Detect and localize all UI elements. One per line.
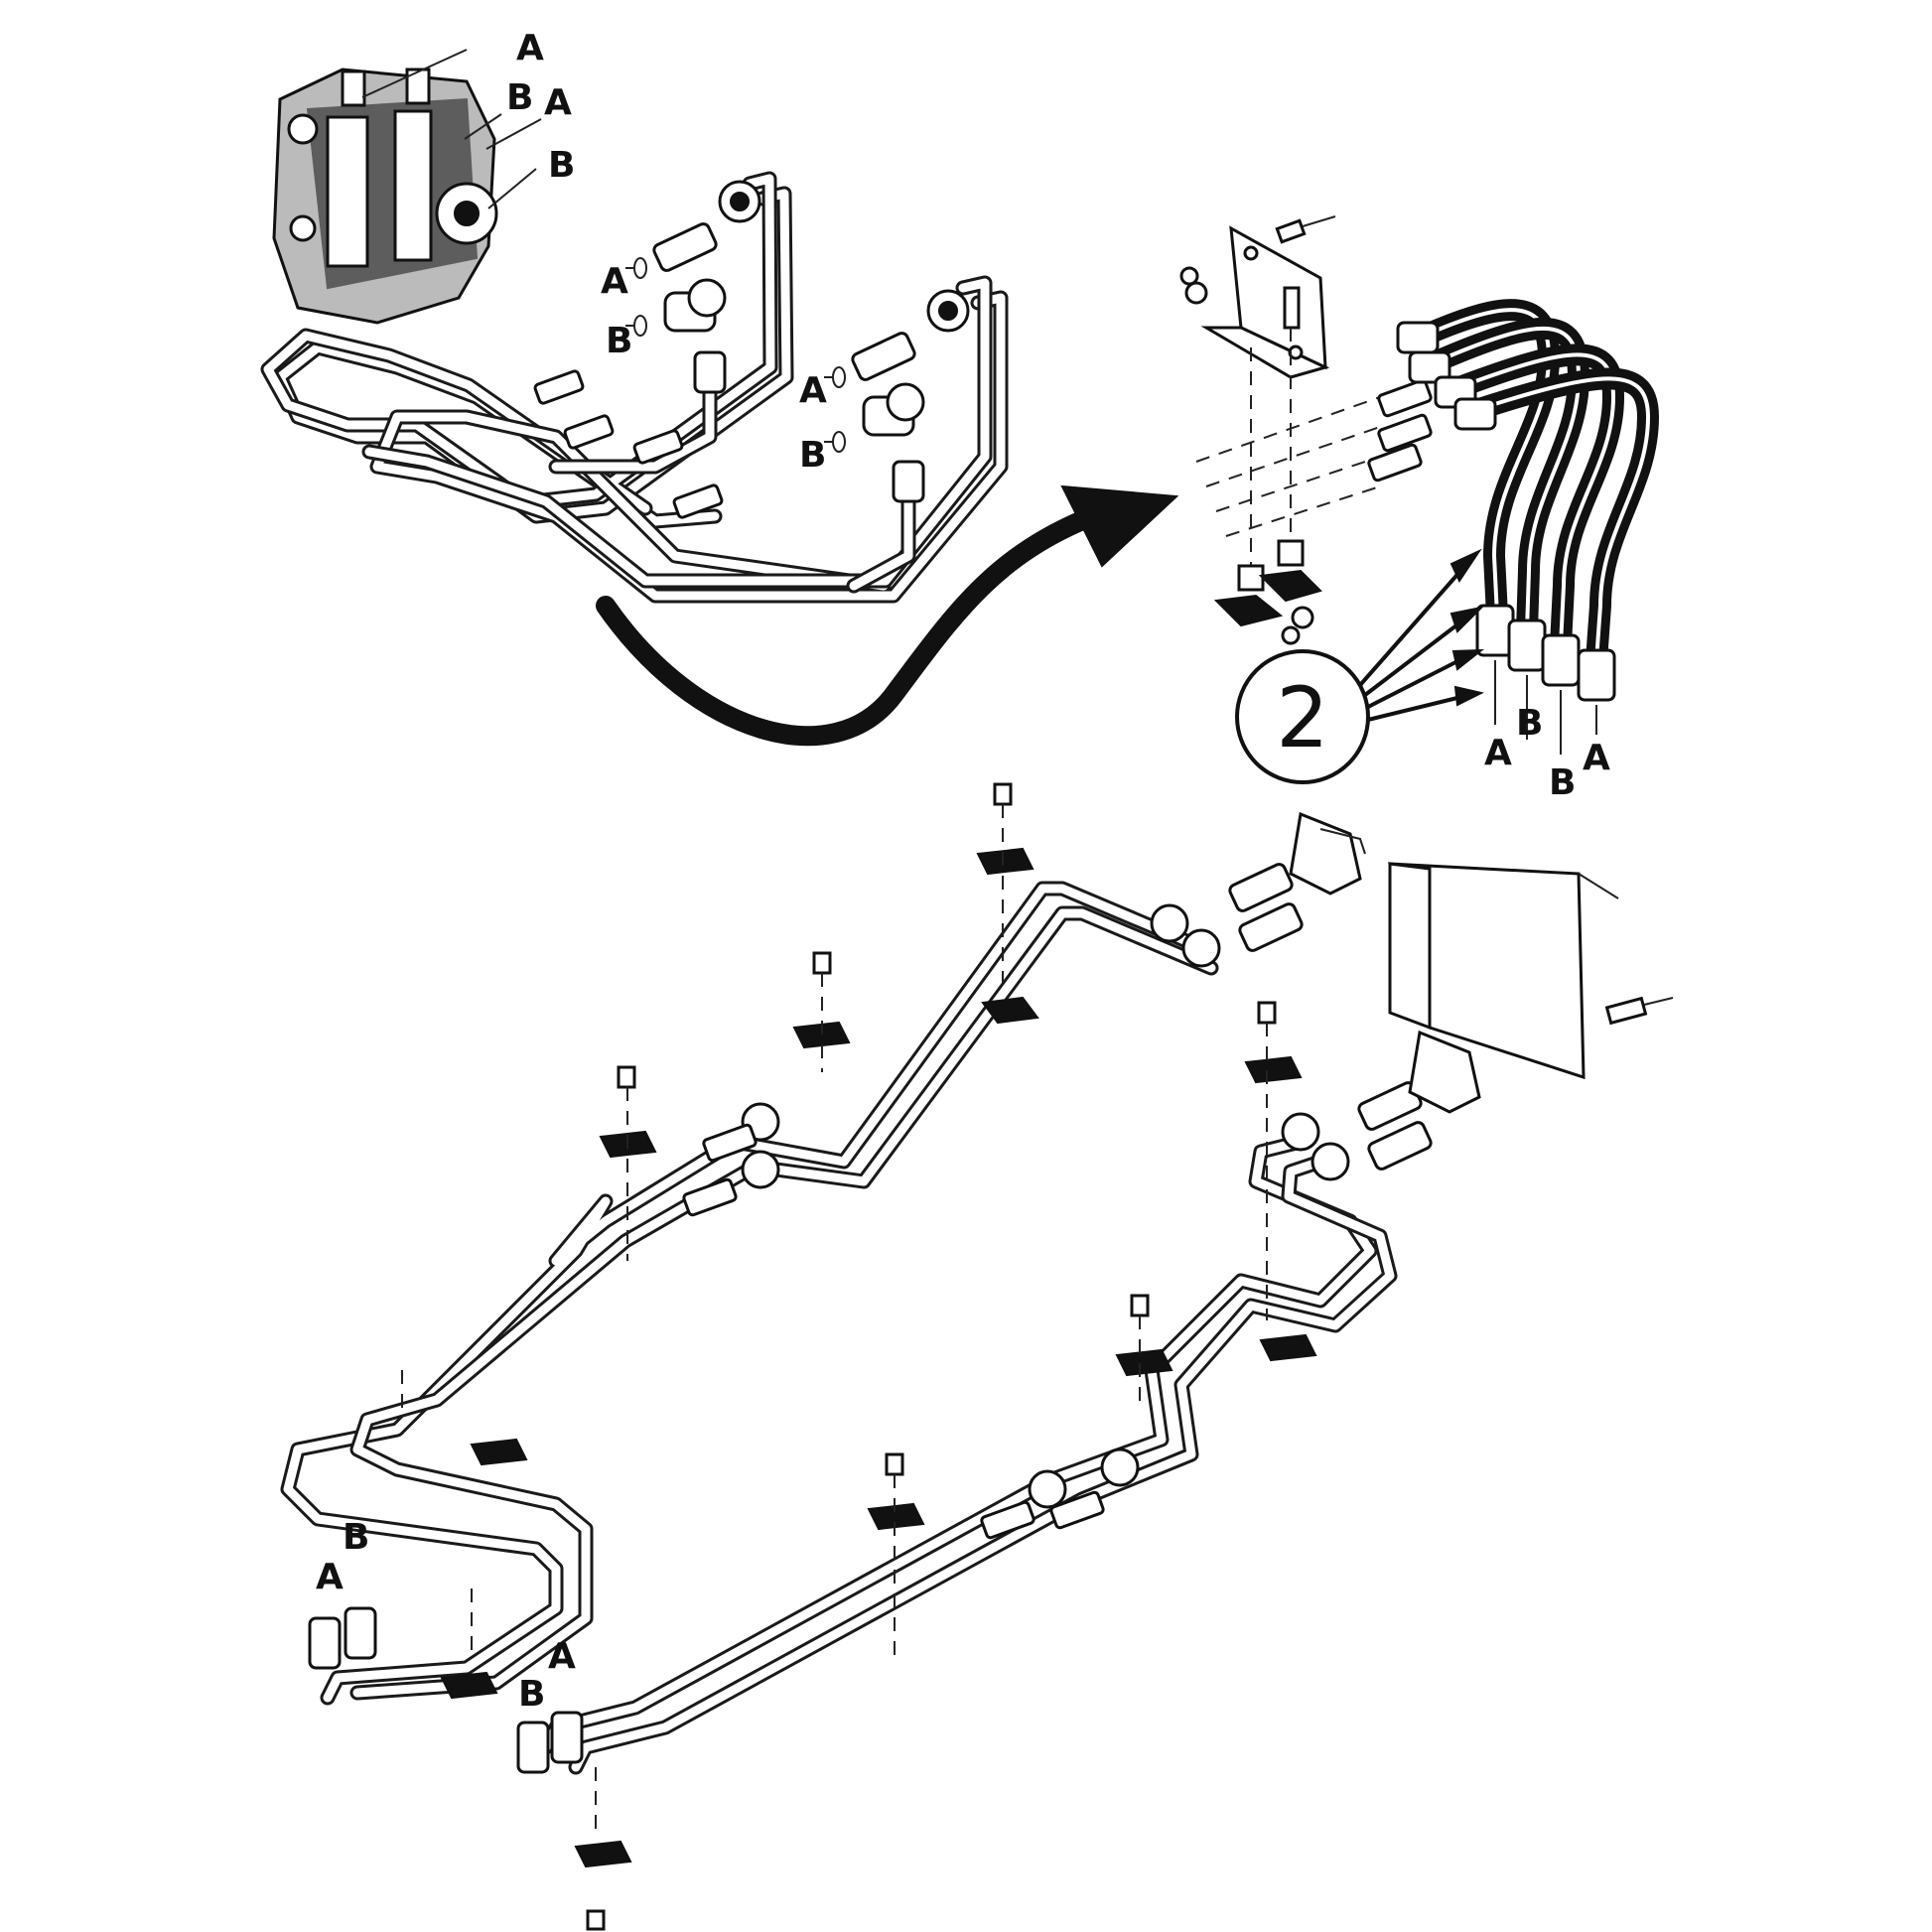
port-label-a-hose-1: A — [1484, 733, 1512, 773]
port-label-a-valve-1: A — [516, 28, 544, 69]
port-label-a-lower-2: A — [548, 1636, 576, 1677]
hydraulic-hoses — [1396, 299, 1660, 755]
lower-fittings-and-clamps — [308, 782, 1674, 1931]
port-labels-lower: A B B A — [316, 1517, 576, 1715]
port-label-a-valve-2: A — [544, 82, 572, 123]
port-labels-hoses: A B B A — [1484, 703, 1610, 803]
lower-steel-lines — [280, 881, 1398, 1775]
port-labels-valve: A B A B — [506, 28, 575, 186]
port-label-b-adapter-2: B — [799, 435, 826, 476]
callout-2: 2 — [1235, 548, 1485, 784]
port-label-b-hose-2: B — [1516, 703, 1543, 744]
port-label-b-hose-3: B — [1549, 762, 1576, 803]
callout-number: 2 — [1276, 669, 1328, 766]
port-label-a-adapter-1: A — [601, 261, 628, 302]
control-valve-assembly — [272, 49, 542, 325]
upper-mounting-bracket — [1179, 215, 1336, 645]
port-label-b-valve-2: B — [548, 145, 575, 186]
port-label-a-hose-4: A — [1583, 738, 1610, 778]
port-label-a-lower-1: A — [316, 1557, 344, 1597]
port-label-b-lower-2: B — [518, 1674, 545, 1715]
port-labels-adapters: A B A B — [601, 261, 827, 476]
bulkhead-connector-lines — [1195, 378, 1433, 537]
port-label-b-adapter-1: B — [606, 321, 632, 361]
upper-fittings — [533, 180, 970, 519]
port-label-b-valve-1: B — [506, 77, 533, 118]
curved-transfer-arrow — [596, 484, 1179, 747]
port-label-b-lower-1: B — [343, 1517, 369, 1558]
clamp-set — [440, 782, 1317, 1931]
upper-steel-lines — [260, 171, 1009, 604]
port-label-a-adapter-2: A — [799, 370, 827, 411]
